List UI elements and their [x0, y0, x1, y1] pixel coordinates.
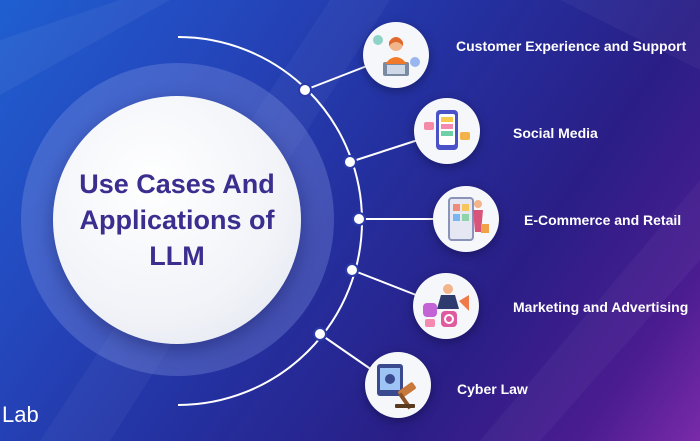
connector-line-5: [319, 333, 373, 371]
title-line-1: Use Cases And: [79, 169, 275, 199]
cyber-law-icon: [365, 352, 431, 418]
customer-support-icon: [363, 22, 429, 88]
social-media-icon: [414, 98, 480, 164]
connector-line-2: [349, 139, 419, 163]
connector-dot-5: [313, 327, 327, 341]
connector-dot-4: [345, 263, 359, 277]
item-label-social-media: Social Media: [513, 125, 598, 141]
item-label-customer-experience: Customer Experience and Support: [456, 38, 687, 54]
connector-dot-3: [352, 212, 366, 226]
ecommerce-icon: [433, 186, 499, 252]
title-line-3: LLM: [149, 241, 205, 271]
brand-text: Lab: [2, 402, 39, 427]
item-label-cyber-law: Cyber Law: [457, 381, 528, 397]
title-line-2: Applications of: [79, 205, 275, 235]
connector-dot-2: [343, 155, 357, 169]
item-label-ecommerce: E-Commerce and Retail: [524, 212, 682, 228]
center-circle: Use Cases And Applications of LLM: [53, 96, 301, 344]
item-label-marketing: Marketing and Advertising: [513, 299, 689, 315]
marketing-icon: [413, 273, 479, 339]
connector-line-1: [304, 63, 373, 91]
connector-line-4: [351, 269, 417, 296]
connector-dot-1: [298, 83, 312, 97]
diagram-title: Use Cases And Applications of LLM: [72, 166, 282, 274]
